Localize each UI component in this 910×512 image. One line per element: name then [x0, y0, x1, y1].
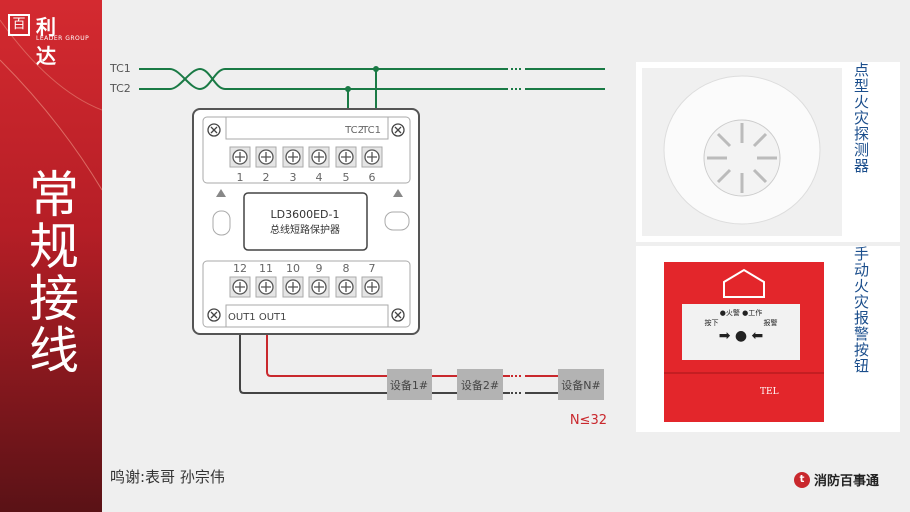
call-point-label: 手动火灾报警按钮: [852, 246, 870, 374]
press-label: 按下: [704, 319, 719, 327]
terminal-screw: [255, 146, 277, 168]
terminal-screw: [282, 276, 304, 298]
junction-dot: [345, 86, 351, 92]
manual-call-point-card: ●火警 ●工作 按下 报警 ➡ ● ⬅ TEL 手动火灾报警按钮: [636, 246, 900, 432]
left-banner: 百 利达 LEADER GROUP 常规接线: [0, 0, 102, 512]
smoke-detector-card: 点型火灾探测器: [636, 62, 900, 242]
terminal-number: 7: [369, 262, 376, 275]
logo-mark: 百: [8, 14, 30, 36]
device-limit: N≤32: [570, 413, 607, 428]
terminal-screw: [229, 146, 251, 168]
terminal-number: 3: [290, 171, 297, 184]
device-1-box: [387, 369, 432, 400]
terminal-screw: [255, 276, 277, 298]
terminal-screw: [308, 146, 330, 168]
status-indicators: ●火警 ●工作: [719, 309, 763, 317]
terminal-number: 12: [233, 262, 247, 275]
terminal-number: 11: [259, 262, 273, 275]
credit-text: 鸣谢:表哥 孙宗伟: [110, 468, 225, 486]
terminal-screw: [335, 276, 357, 298]
tel-label: TEL: [760, 387, 779, 397]
out-labels: OUT1 OUT1: [228, 312, 287, 323]
detector-photo: [642, 68, 842, 236]
call-point-photo: ●火警 ●工作 按下 报警 ➡ ● ⬅ TEL: [642, 252, 842, 426]
mount-screw-icon: [391, 123, 405, 137]
terminal-screw: [361, 276, 383, 298]
terminal-label-tc2: TC2: [344, 125, 364, 136]
mount-screw-icon: [391, 308, 405, 322]
terminal-screw: [282, 146, 304, 168]
terminal-number: 2: [263, 171, 270, 184]
terminal-number: 6: [369, 171, 376, 184]
terminal-number: 9: [316, 262, 323, 275]
logo-sub: LEADER GROUP: [36, 35, 90, 42]
terminal-screw: [335, 146, 357, 168]
fire-hydrant-icon: t: [794, 471, 810, 488]
bus-label-tc2: TC2: [109, 82, 131, 95]
detector-label: 点型火灾探测器: [852, 62, 870, 174]
logo-name: 利达: [36, 15, 58, 68]
device-n-box: [558, 369, 604, 400]
page-title: 常规接线: [21, 168, 79, 376]
device-1-label: 设备1#: [390, 378, 428, 392]
device-2-box: [457, 369, 503, 400]
terminal-screw: [229, 276, 251, 298]
terminal-number: 10: [286, 262, 300, 275]
alarm-label: 报警: [763, 319, 778, 327]
bus-label-tc1: TC1: [109, 62, 131, 75]
terminal-number: 1: [237, 171, 244, 184]
terminal-number: 8: [343, 262, 350, 275]
bus-wires: [139, 67, 605, 108]
press-arrows-icon[interactable]: ➡ ● ⬅: [718, 328, 764, 344]
junction-dot: [373, 66, 379, 72]
device-2-label: 设备2#: [461, 378, 499, 392]
terminal-number: 4: [316, 171, 323, 184]
protector-module: [192, 108, 420, 335]
terminal-screw: [361, 146, 383, 168]
mount-screw-icon: [207, 308, 221, 322]
device-name: 总线短路保护器: [270, 223, 340, 236]
model-number: LD3600ED-1: [271, 208, 340, 221]
mount-screw-icon: [207, 123, 221, 137]
terminal-number: 5: [343, 171, 350, 184]
terminal-screw: [308, 276, 330, 298]
loop-wire-red: [266, 335, 558, 377]
house-fire-icon: [723, 268, 765, 298]
brand-name: 消防百事通: [814, 474, 880, 489]
terminal-label-tc1: TC1: [361, 125, 381, 136]
brand-logo: t 消防百事通: [794, 470, 879, 489]
leader-logo: 百 利达 LEADER GROUP: [8, 14, 89, 68]
device-n-label: 设备N#: [561, 378, 600, 392]
loop-wire-black: [239, 335, 558, 394]
